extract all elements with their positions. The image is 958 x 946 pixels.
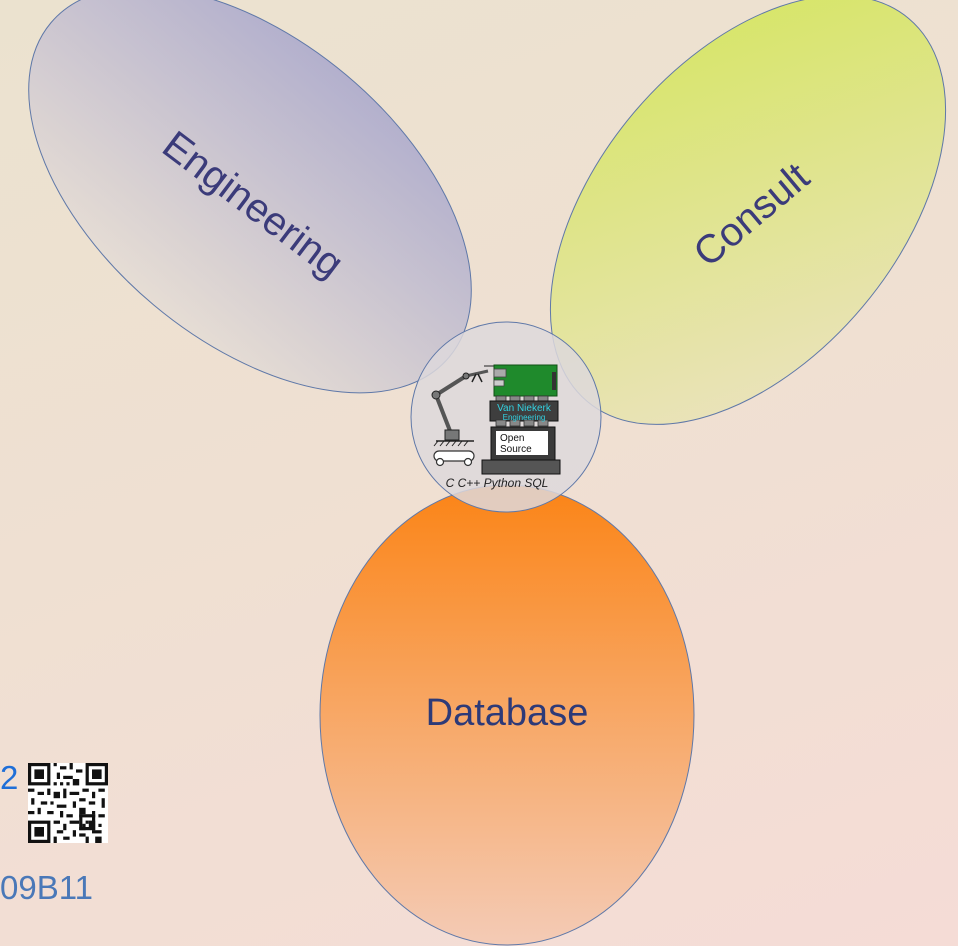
languages-text: C C++ Python SQL (446, 476, 549, 490)
cart-icon (433, 450, 475, 467)
computer-icon: Open Source (481, 426, 561, 475)
circuit-board-icon (493, 364, 558, 397)
robot-arm-icon (431, 369, 489, 447)
chip-text-line2: Engineering (503, 413, 546, 422)
partial-number: 2 (0, 759, 19, 796)
partial-code: 09B11 (0, 869, 93, 906)
chip-icon: Van Niekerk Engineering (489, 395, 559, 427)
qr-code-icon (28, 763, 108, 843)
chip-text-line1: Van Niekerk (497, 403, 552, 414)
logo-illustration: Van Niekerk Engineering Open Source C C+… (431, 364, 561, 490)
screen-text-line1: Open (500, 433, 524, 444)
database-label: Database (426, 692, 589, 734)
screen-text-line2: Source (500, 444, 532, 455)
